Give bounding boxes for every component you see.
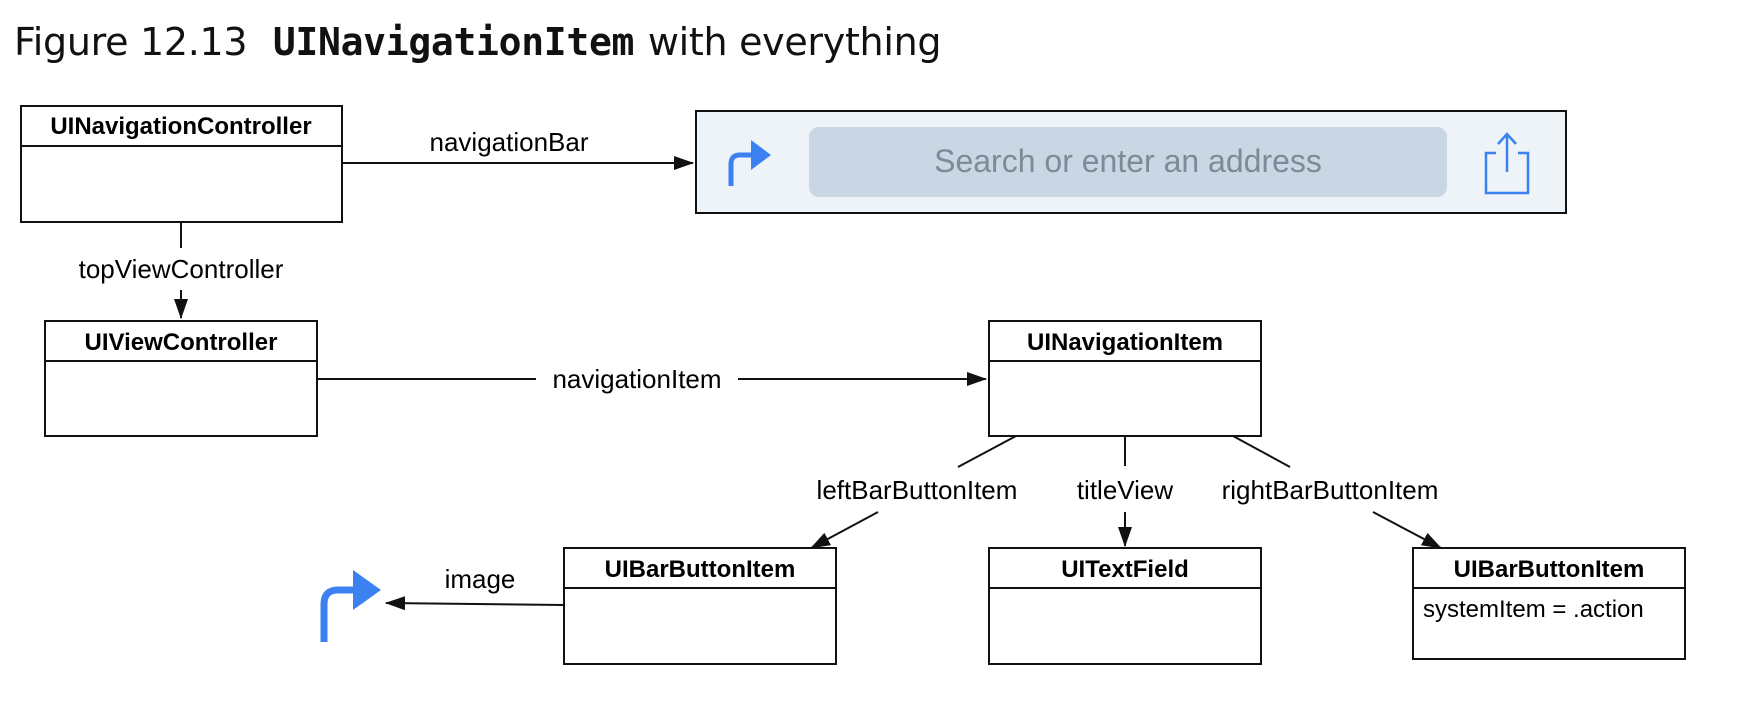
turn-right-arrow-image-icon [320,570,381,642]
image-arrow [385,596,565,611]
right-bar-button-item-line [1232,435,1291,468]
view-controller-title: UIViewController [85,329,278,356]
left-bar-button-item-arrow [810,511,879,549]
title-view-label: titleView [1077,475,1174,505]
text-field-box: UITextField [988,547,1262,665]
navigation-item-title: UINavigationItem [1027,329,1223,356]
right-bar-button-item-box: UIBarButtonItem systemItem = .action [1412,547,1686,660]
address-search-field[interactable] [809,127,1447,197]
figure-caption-suffix: with everything [647,20,942,64]
right-bar-button-item-title: UIBarButtonItem [1454,556,1645,583]
image-label: image [445,564,516,594]
view-controller-box: UIViewController [44,320,318,437]
left-bar-button-item-line [957,435,1017,468]
right-bar-button-item-arrow [1372,511,1442,549]
navigation-controller-box: UINavigationController [20,105,343,223]
left-bar-button-item-label: leftBarButtonItem [817,475,1018,505]
navigation-controller-title: UINavigationController [50,113,311,140]
figure-number: Figure 12.13 [14,20,248,64]
left-bar-button-item-title: UIBarButtonItem [605,556,796,583]
navigation-item-box: UINavigationItem [988,320,1262,437]
share-icon[interactable] [1484,132,1530,195]
top-view-controller-label: topViewController [79,254,284,284]
figure-caption: Figure 12.13 UINavigationItem with every… [14,14,942,70]
navigation-item-label: navigationItem [552,364,721,394]
navigation-bar-mockup: Search or enter an address [695,110,1567,214]
figure-class-name: UINavigationItem [272,20,635,64]
navigation-bar-label: navigationBar [430,127,589,157]
right-bar-button-item-label: rightBarButtonItem [1222,475,1439,505]
left-bar-button-item-box: UIBarButtonItem [563,547,837,665]
turn-right-arrow-icon[interactable] [728,140,771,186]
system-item-attribute: systemItem = .action [1423,596,1644,623]
text-field-title: UITextField [1061,556,1189,583]
address-search-placeholder: Search or enter an address [934,143,1322,179]
